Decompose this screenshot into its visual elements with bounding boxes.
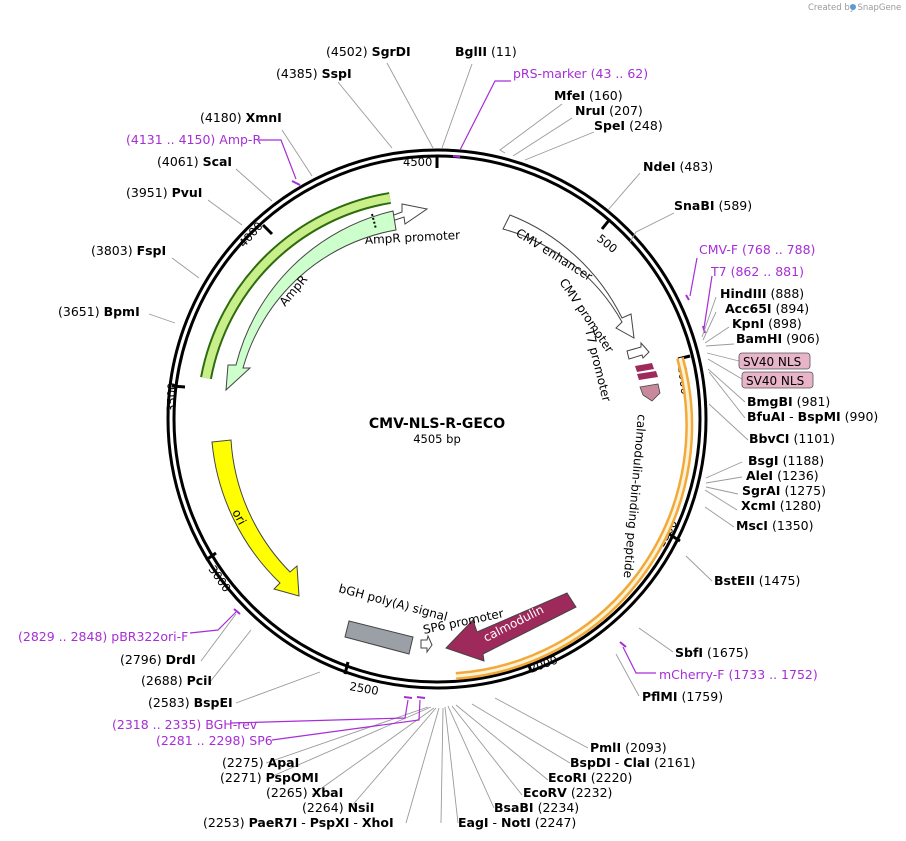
site-sspi: (4385) SspI [276, 66, 352, 81]
calmodulin-binding-label: calmodulin-binding peptide [621, 414, 649, 579]
cmv-promoter-arrow [626, 341, 650, 360]
primer-pbr322ori-f: (2829 .. 2848) pBR322ori-F [18, 629, 188, 644]
site-bmgbi: BmgBI (981) [747, 394, 830, 409]
primer-t7: T7 (862 .. 881) [710, 264, 804, 279]
site-paer7i-pspxi-xhoi: (2253) PaeR7I - PspXI - XhoI [203, 815, 394, 830]
tick-label-3500: 3500 [164, 382, 179, 412]
ampr-highlight-inner [202, 194, 391, 379]
cmv-enhancer-arrow [502, 214, 635, 339]
calmodulin-binding-peptide-arrow [639, 383, 661, 402]
primer-markers [233, 155, 706, 699]
calmodulin-arrow [445, 592, 577, 662]
site-bsabi: BsaBI (2234) [494, 800, 579, 815]
site-mfei: MfeI (160) [554, 88, 623, 103]
site-ndei: NdeI (483) [643, 159, 713, 174]
sp6-promoter-arrow [420, 634, 433, 654]
site-acc65i: Acc65I (894) [725, 301, 809, 316]
primer-sp6: (2281 .. 2298) SP6 [156, 733, 273, 748]
ampr-gene-arrow [225, 210, 397, 392]
site-snabi: SnaBI (589) [674, 198, 752, 213]
site-xcmi: XcmI (1280) [741, 498, 821, 513]
ori-label: ori [229, 507, 249, 527]
ampr-promoter-label: AmpR promoter [364, 228, 460, 247]
site-bsgi: BsgI (1188) [748, 453, 824, 468]
primer-mcherry-f: mCherry-F (1733 .. 1752) [659, 667, 818, 682]
sv40-nls-feature-2 [637, 371, 658, 380]
site-nsii: (2264) NsiI [302, 800, 374, 815]
bgh-polya-feature [344, 620, 414, 655]
sv40-nls-label-2: SV40 NLS [746, 374, 804, 388]
site-xbai: (2265) XbaI [266, 785, 343, 800]
bgh-polya-label: bGH poly(A) signal [337, 581, 449, 624]
site-sgrai: SgrAI (1275) [742, 483, 826, 498]
site-bspdi-clai: BspDI - ClaI (2161) [570, 755, 696, 770]
site-drdi: (2796) DrdI [120, 652, 196, 667]
site-bamhi: BamHI (906) [736, 331, 820, 346]
plasmid-name: CMV-NLS-R-GECO [369, 416, 505, 432]
ori-arrow [211, 439, 300, 597]
site-sgrdi: (4502) SgrDI [326, 44, 411, 59]
tick-label-4500: 4500 [403, 155, 432, 169]
site-bpmi: (3651) BpmI [58, 304, 140, 319]
site-pflmi: PflMI (1759) [642, 689, 723, 704]
site-bbvci: BbvCI (1101) [749, 431, 835, 446]
site-xmni: (4180) XmnI [200, 110, 282, 125]
plasmid-size: 4505 bp [413, 432, 461, 446]
tick-label-500: 500 [594, 231, 620, 256]
ampr-dotted-marker [371, 213, 377, 230]
cmv-enhancer-label: CMV enhancer [513, 226, 594, 284]
primer-bgh-rev: (2318 .. 2335) BGH-rev [112, 717, 258, 732]
sv40-nls-label-1: SV40 NLS [743, 355, 801, 369]
site-ecori: EcoRI (2220) [548, 770, 632, 785]
site-msci: MscI (1350) [736, 518, 814, 533]
primer-amp-r: (4131 .. 4150) Amp-R [126, 132, 261, 147]
sv40-nls-feature-1 [635, 363, 654, 372]
sv40-nls-box-1 [738, 352, 811, 370]
site-apai: (2275) ApaI [222, 755, 299, 770]
orange-highlight-inner [455, 357, 691, 678]
site-hindiii: HindIII (888) [720, 286, 804, 301]
tick-label-2500: 2500 [348, 679, 379, 698]
site-nrui: NruI (207) [575, 103, 643, 118]
site-bglii: BglII (11) [455, 44, 517, 59]
site-eagi-noti: EagI - NotI (2247) [458, 815, 576, 830]
sv40-leader-1 [706, 352, 740, 362]
primer-leaders [189, 80, 713, 741]
snapgene-logo-icon [850, 4, 856, 10]
site-bfuai-bspmi: BfuAI - BspMI (990) [747, 409, 878, 424]
site-bsteii: BstEII (1475) [714, 573, 800, 588]
site-leaders [148, 62, 749, 824]
sv40-nls-box-2 [741, 371, 814, 389]
site-bspei: (2583) BspEI [148, 695, 233, 710]
backbone-outer [166, 148, 708, 690]
site-pmli: PmlI (2093) [590, 740, 667, 755]
site-fspi: (3803) FspI [91, 243, 166, 258]
site-spei: SpeI (248) [594, 118, 663, 133]
site-pcii: (2688) PciI [141, 673, 212, 688]
primer-prs-marker: pRS-marker (43 .. 62) [513, 66, 648, 81]
site-ecorv: EcoRV (2232) [523, 785, 612, 800]
site-scai: (4061) ScaI [157, 154, 232, 169]
site-pvui: (3951) PvuI [126, 185, 202, 200]
site-kpni: KpnI (898) [732, 316, 802, 331]
site-pspomi: (2271) PspOMI [220, 770, 319, 785]
site-alei: AleI (1236) [746, 468, 819, 483]
site-sbfi: SbfI (1675) [675, 645, 749, 660]
primer-cmv-f: CMV-F (768 .. 788) [699, 242, 815, 257]
sv40-leader-2 [707, 358, 743, 380]
